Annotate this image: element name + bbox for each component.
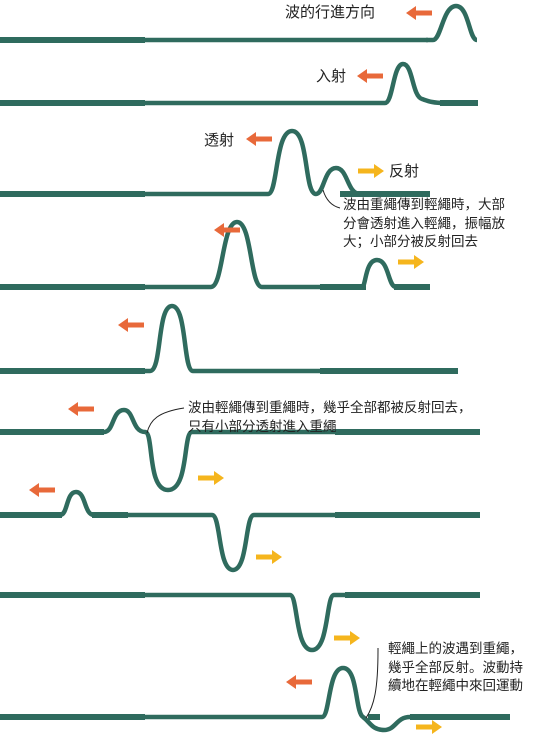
arrow-left-icon (214, 223, 240, 237)
row-8 (0, 592, 480, 653)
row-9 (0, 665, 510, 733)
note-line: 續地在輕繩中來回運動 (388, 678, 523, 694)
direction-label: 波的行進方向 (285, 3, 376, 21)
light-rope (128, 512, 335, 573)
arrow-left-icon (118, 318, 144, 332)
row-4 (0, 219, 430, 290)
light-rope (143, 429, 335, 493)
note-reflection: 輕繩上的波遇到重繩， 幾乎全部反射。波動持 續地在輕繩中來回運動 (388, 640, 523, 696)
reflected-label: 反射 (389, 162, 420, 180)
transmitted-label: 透射 (204, 131, 235, 149)
note-line: 幾乎全部反射。波動持 (388, 659, 523, 676)
arrow-left-icon (29, 483, 55, 497)
incident-label: 入射 (316, 67, 347, 85)
note-line: 波由輕繩傳到重繩時，幾乎全部都被反射回去， (188, 400, 472, 416)
arrow-right-icon (416, 720, 442, 734)
arrow-left-icon (357, 69, 383, 83)
left-arrows (29, 6, 432, 689)
wave-pulse (426, 3, 479, 43)
row-1 (0, 3, 479, 43)
light-rope (145, 219, 320, 290)
reflected-pulse (0, 407, 146, 435)
transmitted-pulse (266, 128, 318, 197)
arrow-right-icon (334, 631, 360, 645)
arrow-right-icon (358, 164, 384, 178)
reflected-pulse (359, 257, 397, 290)
arrow-right-icon (198, 471, 224, 485)
wave-pulse (383, 61, 446, 106)
row-7 (0, 489, 480, 573)
row-3 (0, 128, 430, 197)
arrow-right-icon (256, 550, 282, 564)
light-rope (145, 592, 345, 653)
leader-line (365, 648, 379, 719)
arrow-right-icon (398, 255, 424, 269)
light-rope (145, 303, 320, 374)
reflected-pulse (0, 489, 128, 518)
row-2 (0, 61, 478, 106)
row-6 (0, 407, 480, 493)
row-5 (0, 303, 458, 374)
leader-line (146, 407, 185, 434)
note-line: 大；小部分被反射回去 (343, 234, 478, 250)
arrow-left-icon (406, 6, 432, 20)
leader-line (322, 189, 341, 209)
note-light-to-heavy: 波由輕繩傳到重繩時，幾乎全部都被反射回去， 只有小部分透射進入重繩 (188, 399, 472, 436)
right-arrows (198, 164, 442, 734)
arrow-left-icon (286, 675, 312, 689)
light-rope (145, 665, 480, 733)
note-line: 分會透射進入輕繩，振幅放 (343, 215, 505, 232)
note-line: 輕繩上的波遇到重繩， (388, 641, 523, 657)
arrow-left-icon (68, 402, 94, 416)
note-line: 波由重繩傳到輕繩時，大部 (343, 197, 505, 213)
note-heavy-to-light: 波由重繩傳到輕繩時，大部 分會透射進入輕繩，振幅放 大；小部分被反射回去 (343, 196, 505, 252)
note-line: 只有小部分透射進入重繩 (188, 418, 337, 435)
arrow-left-icon (246, 132, 272, 146)
